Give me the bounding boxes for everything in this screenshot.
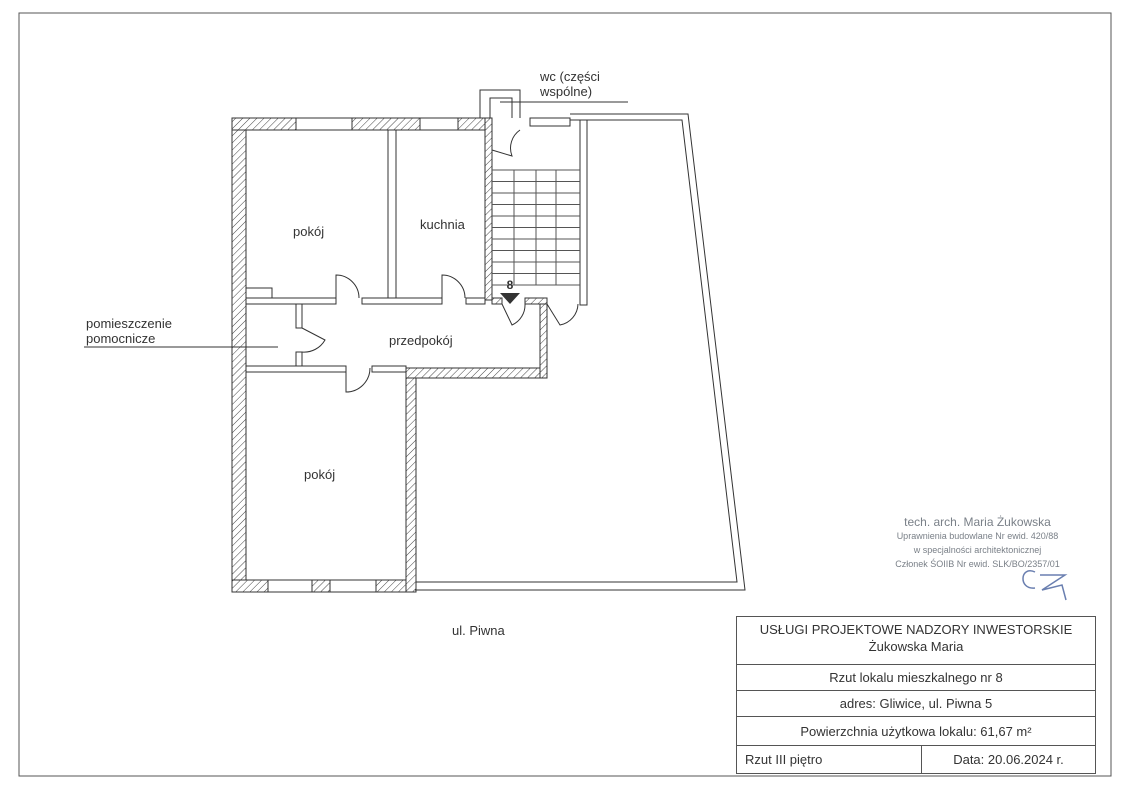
building-outline	[415, 89, 746, 591]
room-label-przedpokoj: przedpokój	[389, 333, 453, 348]
street-label: ul. Piwna	[452, 623, 506, 638]
unit-entry-arrow-icon	[500, 293, 520, 304]
unit-marker: 8	[507, 278, 514, 292]
title-block: USŁUGI PROJEKTOWE NADZORY INWESTORSKIE Żu…	[736, 616, 1096, 774]
room-label-pomocnicze-2: pomocnicze	[86, 331, 155, 346]
floor-label: Rzut III piętro	[737, 746, 922, 773]
staircase	[492, 169, 580, 286]
wc-label-1: wc (części	[539, 69, 600, 84]
architect-stamp: tech. arch. Maria Żukowska Uprawnienia b…	[860, 515, 1095, 571]
address: adres: Gliwice, ul. Piwna 5	[737, 691, 1095, 717]
room-label-pokoj-top: pokój	[293, 224, 324, 239]
owner-name: Żukowska Maria	[868, 639, 964, 654]
stamp-line-2: w specjalności architektonicznej	[913, 545, 1042, 555]
usable-area: Powierzchnia użytkowa lokalu: 61,67 m²	[737, 717, 1095, 746]
room-label-pomocnicze-1: pomieszczenie	[86, 316, 172, 331]
sheet-border	[18, 12, 1112, 777]
wc-label-2: wspólne)	[539, 84, 592, 99]
signature	[1022, 570, 1068, 601]
company-name: USŁUGI PROJEKTOWE NADZORY INWESTORSKIE	[759, 622, 1073, 637]
stamp-name: tech. arch. Maria Żukowska	[904, 515, 1051, 529]
drawing-title: Rzut lokalu mieszkalnego nr 8	[737, 665, 1095, 691]
doors	[301, 129, 579, 393]
room-label-kuchnia: kuchnia	[420, 217, 466, 232]
stamp-line-3: Członek ŚOIIB Nr ewid. SLK/BO/2357/01	[895, 559, 1060, 569]
windows	[267, 117, 571, 593]
stamp-line-1: Uprawnienia budowlane Nr ewid. 420/88	[896, 531, 1059, 541]
date-label: Data: 20.06.2024 r.	[953, 752, 1064, 767]
room-label-pokoj-bottom: pokój	[304, 467, 335, 482]
partition-walls	[245, 129, 486, 373]
